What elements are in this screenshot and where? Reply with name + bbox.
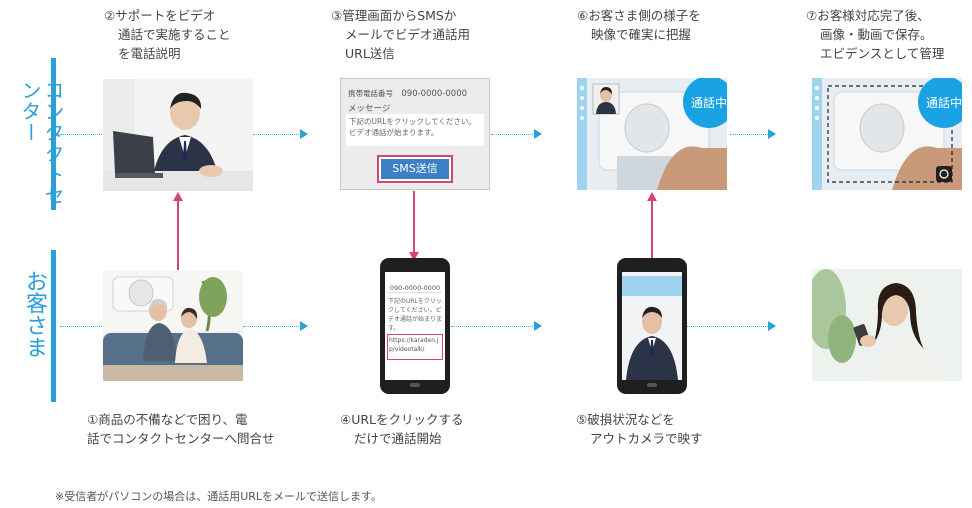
phone-label: 携帯電話番号 [348, 89, 393, 98]
flow-arrow-icon [534, 321, 542, 331]
video-up-line [651, 200, 653, 258]
step-2-text: ②サポートをビデオ 通話で実施すること を電話説明 [104, 6, 231, 63]
phone-video-screen [622, 272, 682, 380]
flow-line [60, 326, 102, 327]
step-7-text: ⑦お客様対応完了後、 画像・動画で保存。 エビデンスとして管理 [806, 6, 944, 63]
step-line: ③管理画面からSMSか [331, 8, 457, 23]
in-call-badge: 通話中 [683, 78, 727, 128]
step-line: メールでビデオ通話用 [345, 27, 471, 42]
flow-line [730, 134, 774, 135]
flow-line [253, 134, 305, 135]
lane-label-text: お客さま [22, 270, 47, 358]
operator-photo [103, 79, 253, 191]
phone-home-button [647, 383, 657, 387]
step-line: ①商品の不備などで困り、電 [87, 412, 248, 427]
flow-arrow-icon [768, 129, 776, 139]
phone-sms: 090-0000-0000 下記のURLをクリックしてください。ビデオ通話が始ま… [380, 258, 450, 394]
step-line: だけで通話開始 [354, 431, 442, 446]
flow-arrow-icon [534, 129, 542, 139]
flow-arrow-icon [300, 321, 308, 331]
step-line: ④URLをクリックする [340, 412, 464, 427]
call-up-line [177, 200, 179, 270]
sms-down-line [413, 191, 415, 253]
in-call-badge: 通話中 [918, 78, 962, 128]
flow-line [243, 326, 305, 327]
step-line: を電話説明 [118, 46, 181, 61]
sms-text: 下記のURLをクリックしてください。ビデオ通話が始まります。 [388, 298, 443, 332]
sms-link[interactable]: https://karaden.jp/videotalk/ [387, 334, 443, 360]
sms-send-button[interactable]: SMS送信 [377, 155, 453, 183]
customer-lane-bar [51, 250, 56, 402]
step-5-text: ⑤破損状況などを アウトカメラで映す [576, 410, 703, 448]
step-4-text: ④URLをクリックする だけで通話開始 [340, 410, 464, 448]
phone-home-button [410, 383, 420, 387]
footnote: ※受信者がパソコンの場合は、通話用URLをメールで送信します。 [55, 490, 382, 503]
flow-line [451, 326, 539, 327]
phone-sms-screen: 090-0000-0000 下記のURLをクリックしてください。ビデオ通話が始ま… [385, 272, 445, 380]
satisfied-customer-photo [812, 269, 962, 381]
down-arrow-icon [409, 252, 419, 261]
step-line: URL送信 [345, 46, 395, 61]
camera-icon [936, 166, 952, 182]
step-line: エビデンスとして管理 [820, 46, 945, 61]
lane-label-text: コンタクトセンター [18, 80, 65, 206]
flow-line [687, 326, 774, 327]
step-line: 話でコンタクトセンターへ問合せ [87, 431, 275, 446]
up-arrow-icon [173, 192, 183, 201]
sms-phone-row: 携帯電話番号 090-0000-0000 [348, 88, 467, 99]
step-line: 画像・動画で保存。 [820, 27, 933, 42]
message-box[interactable]: 下記のURLをクリックしてください。ビデオ通話が始まります。 [346, 114, 484, 146]
flow-arrow-icon [768, 321, 776, 331]
step-line: ⑥お客さま側の様子を [577, 8, 701, 23]
flow-line [60, 134, 102, 135]
up-arrow-icon [647, 192, 657, 201]
step-1-text: ①商品の不備などで困り、電 話でコンタクトセンターへ問合せ [87, 410, 275, 448]
sms-number: 090-0000-0000 [388, 284, 442, 293]
flow-line [491, 134, 539, 135]
sms-send-button-label: SMS送信 [381, 159, 449, 179]
customer-lane-label: お客さま [20, 270, 47, 390]
step-line: 通話で実施すること [118, 27, 231, 42]
step-line: ⑦お客様対応完了後、 [806, 8, 930, 23]
flow-arrow-icon [300, 129, 308, 139]
step-6-text: ⑥お客さま側の様子を 映像で確実に把握 [577, 6, 701, 44]
video-call-screen: 通話中 [577, 78, 727, 190]
step-line: アウトカメラで映す [590, 431, 703, 446]
phone-video [617, 258, 687, 394]
customer-sofa-photo [103, 271, 243, 381]
message-label: メッセージ [348, 104, 391, 114]
step-line: 映像で確実に把握 [591, 27, 692, 42]
step-line: ②サポートをビデオ [104, 8, 216, 23]
contact-center-lane-bar [51, 58, 56, 210]
evidence-capture-screen: 通話中 [812, 78, 962, 190]
sms-admin-panel: 携帯電話番号 090-0000-0000 メッセージ 下記のURLをクリックして… [340, 78, 490, 190]
step-line: ⑤破損状況などを [576, 412, 675, 427]
step-3-text: ③管理画面からSMSか メールでビデオ通話用 URL送信 [331, 6, 470, 63]
phone-number: 090-0000-0000 [401, 89, 468, 99]
